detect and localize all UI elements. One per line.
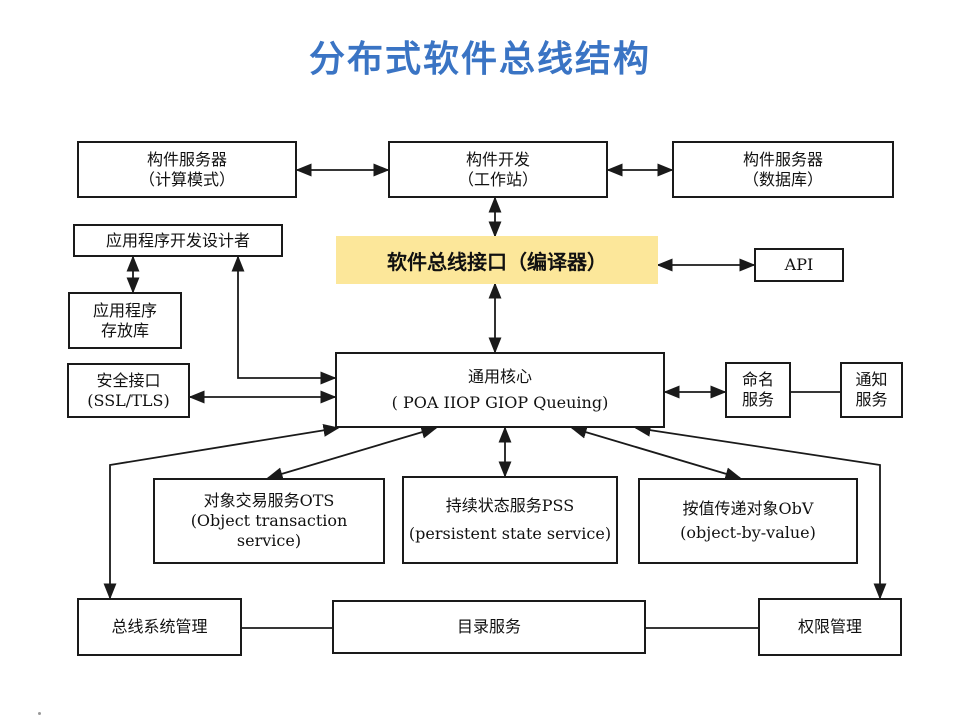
arrow-designer-core xyxy=(231,255,337,385)
box-obv: 按值传递对象ObV (object-by-value) xyxy=(638,478,858,564)
arrow-core-obv xyxy=(570,425,742,481)
box-line: (persistent state service) xyxy=(408,524,612,543)
box-line: （工作站） xyxy=(457,169,538,189)
arrow-core-busmgmt xyxy=(103,423,340,600)
box-line: 存放库 xyxy=(100,320,149,340)
box-security-interface: 安全接口 (SSL/TLS) xyxy=(67,363,190,418)
page-title: 分布式软件总线结构 xyxy=(308,39,651,80)
box-notification-service: 通知 服务 xyxy=(840,362,903,418)
box-component-development: 构件开发 （工作站） xyxy=(388,141,608,198)
box-line: 权限管理 xyxy=(797,617,862,636)
box-line: 安全接口 xyxy=(96,370,161,390)
box-line: 对象交易服务OTS xyxy=(203,491,335,510)
box-common-core: 通用核心 ( POA IIOP GIOP Queuing) xyxy=(335,352,665,428)
box-line: 按值传递对象ObV xyxy=(682,499,814,518)
box-line: 构件服务器 xyxy=(146,149,227,169)
box-line: 构件开发 xyxy=(465,149,530,169)
box-app-designer: 应用程序开发设计者 xyxy=(73,224,283,257)
box-component-server-compute: 构件服务器 （计算模式） xyxy=(77,141,297,198)
box-line: API xyxy=(784,255,814,274)
box-line: ( POA IIOP GIOP Queuing) xyxy=(391,393,609,412)
box-line: 总线系统管理 xyxy=(111,617,208,636)
box-pss: 持续状态服务PSS (persistent state service) xyxy=(402,476,618,564)
box-line: (SSL/TLS) xyxy=(87,390,170,410)
box-line: （数据库） xyxy=(742,169,823,189)
box-line: 服务 xyxy=(855,390,888,409)
box-component-server-database: 构件服务器 （数据库） xyxy=(672,141,894,198)
box-directory-service: 目录服务 xyxy=(332,600,646,654)
box-line: 目录服务 xyxy=(456,617,521,636)
box-app-repository: 应用程序 存放库 xyxy=(68,292,182,349)
arrow-core-permission xyxy=(634,423,887,600)
box-line: 应用程序 xyxy=(92,300,157,320)
box-line: service) xyxy=(236,531,302,550)
box-naming-service: 命名 服务 xyxy=(725,362,791,418)
box-bus-management: 总线系统管理 xyxy=(77,598,242,656)
box-api: API xyxy=(754,248,844,282)
box-software-bus-interface: 软件总线接口（编译器） xyxy=(336,236,658,284)
box-line: （计算模式） xyxy=(138,169,235,189)
box-line: 通用核心 xyxy=(467,367,532,386)
box-line: 应用程序开发设计者 xyxy=(105,230,250,250)
box-line: (Object transaction xyxy=(190,511,348,530)
stray-dot xyxy=(38,712,41,715)
box-ots: 对象交易服务OTS (Object transaction service) xyxy=(153,478,385,564)
box-line: (object-by-value) xyxy=(680,523,816,542)
box-permission-management: 权限管理 xyxy=(758,598,902,656)
box-line: 构件服务器 xyxy=(742,149,823,169)
box-line: 持续状态服务PSS xyxy=(445,496,575,515)
box-line: 通知 xyxy=(855,370,888,389)
box-line: 服务 xyxy=(741,390,774,409)
box-line: 命名 xyxy=(741,370,774,389)
